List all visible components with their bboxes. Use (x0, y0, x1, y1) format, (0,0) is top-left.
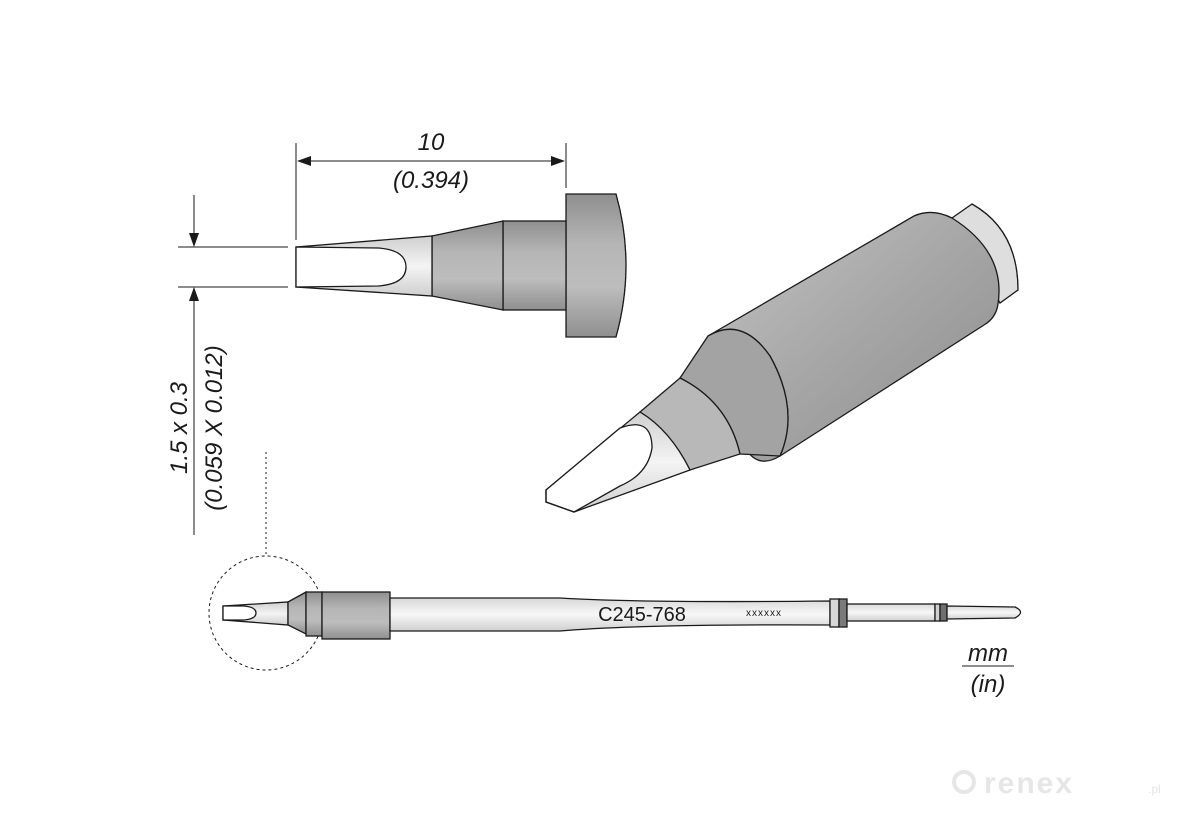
detail-cone (431, 220, 504, 311)
cartridge-sleeve (321, 591, 391, 640)
watermark-suffix: .pl (1148, 782, 1161, 796)
watermark-brand: renex (984, 767, 1074, 800)
units-secondary-label: (in) (971, 671, 1006, 698)
cartridge-ring-dark (838, 598, 848, 628)
cartridge-chisel-face (222, 605, 257, 621)
cartridge-cone (287, 590, 307, 636)
detail-chisel-face (295, 246, 407, 288)
detail-middle-cylinder (502, 220, 567, 311)
length-in-label: (0.394) (393, 167, 469, 194)
cartridge-connector-tip (946, 605, 1022, 620)
length-dimension: 10 (0.394) (295, 129, 567, 240)
cartridge-pin-ring-2 (939, 603, 948, 622)
cartridge-sleeve-front (305, 591, 323, 637)
watermark-logo-icon (952, 770, 976, 794)
units-primary-label: mm (968, 640, 1008, 667)
cartridge-rear-pin (846, 603, 936, 622)
isometric-view (544, 203, 1019, 513)
units-legend: mm (in) (962, 640, 1014, 698)
iso-chisel-face (545, 424, 653, 513)
length-mm-label: 10 (418, 129, 445, 156)
tip-in-label: (0.059 X 0.012) (201, 345, 228, 510)
tip-dimension: 1.5 x 0.3 (0.059 X 0.012) (166, 195, 288, 535)
cartridge-pin-ring-1 (934, 603, 941, 622)
full-cartridge-view: C245-768 xxxxxx (208, 452, 1022, 671)
watermark: renex .pl (952, 767, 1161, 800)
detail-side-view (295, 193, 627, 338)
tip-mm-label: 1.5 x 0.3 (166, 381, 193, 474)
lot-code-label: xxxxxx (746, 608, 782, 619)
detail-rear-cylinder (565, 193, 627, 338)
iso-break-line (971, 203, 1019, 291)
iso-chisel-edge (545, 490, 575, 513)
detail-break-line (615, 193, 627, 338)
cartridge-ring-light (829, 598, 840, 628)
part-code-label: C245-768 (598, 604, 686, 626)
